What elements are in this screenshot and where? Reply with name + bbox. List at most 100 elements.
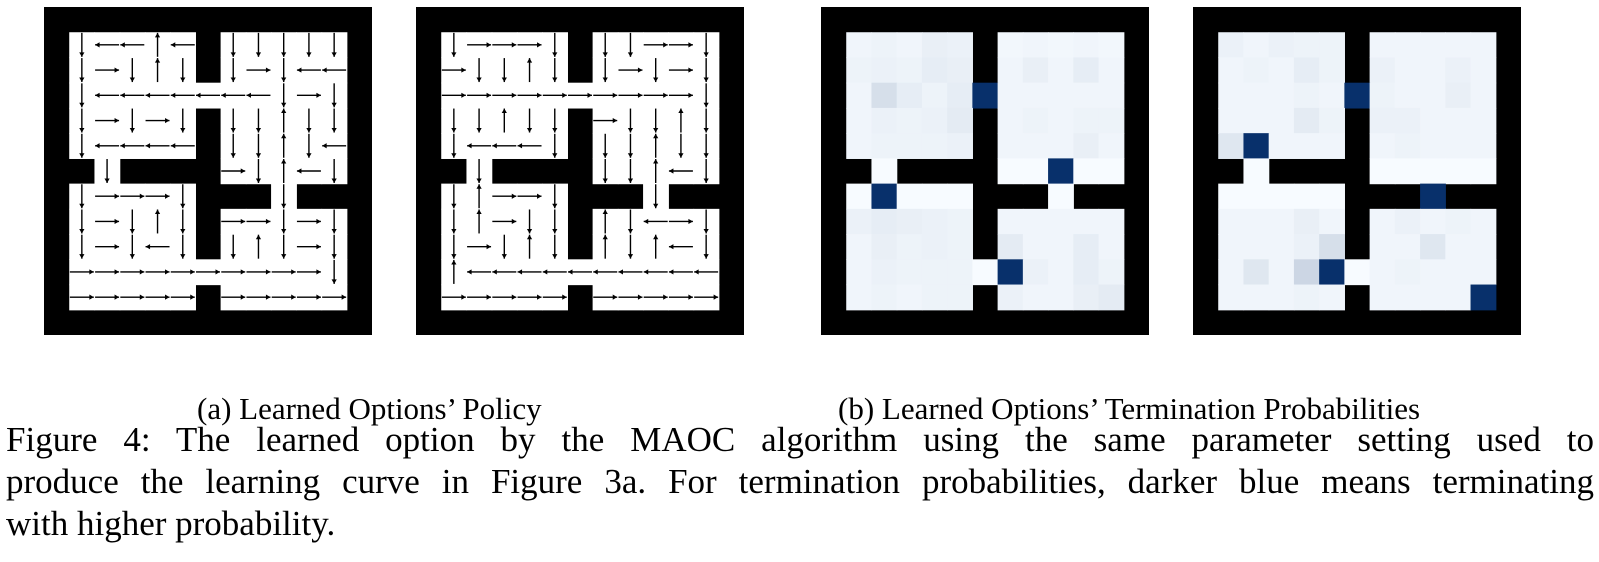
- termination-cell: [1470, 107, 1497, 134]
- termination-cell: [921, 32, 948, 59]
- termination-cell: [947, 259, 973, 286]
- termination-cell: [1243, 183, 1270, 210]
- policy-arrow: [246, 269, 271, 275]
- termination-cell: [1218, 284, 1245, 311]
- caption-line-2: produce the learning curve in Figure 3a.…: [6, 462, 1594, 501]
- policy-arrow: [451, 108, 457, 133]
- termination-cell: [1445, 57, 1472, 84]
- policy-arrow: [230, 58, 236, 83]
- termination-cell: [1218, 234, 1245, 260]
- termination-cell: [947, 208, 973, 235]
- policy-arrow: [703, 32, 709, 57]
- policy-arrow: [492, 193, 517, 199]
- policy-arrow: [552, 133, 558, 158]
- policy-arrow: [627, 234, 634, 259]
- policy-arrow: [492, 294, 517, 300]
- termination-cell: [921, 234, 948, 260]
- policy-arrow: [467, 143, 492, 149]
- policy-arrow: [618, 294, 643, 300]
- termination-cell: [1445, 82, 1472, 109]
- policy-arrow: [552, 32, 558, 57]
- policy-arrow: [441, 67, 466, 73]
- termination-cell: [871, 32, 898, 59]
- policy-arrow: [296, 294, 321, 300]
- termination-cell: [1048, 183, 1074, 210]
- termination-cell: [1022, 82, 1049, 109]
- termination-cell: [921, 284, 948, 311]
- policy-arrow: [668, 67, 693, 73]
- policy-arrow: [281, 108, 287, 133]
- termination-cell: [1293, 284, 1320, 311]
- policy-arrow: [492, 218, 517, 225]
- policy-arrow: [568, 269, 592, 275]
- termination-cell: [1243, 57, 1270, 84]
- termination-cell: [1293, 133, 1320, 159]
- termination-cell: [1293, 208, 1320, 235]
- policy-arrow: [281, 184, 287, 209]
- policy-arrow: [221, 168, 246, 174]
- termination-cell: [1319, 133, 1345, 159]
- termination-cell: [947, 183, 973, 210]
- policy-arrow: [95, 193, 120, 199]
- termination-cell: [1022, 284, 1049, 311]
- termination-hotspot-cell: [1470, 284, 1497, 311]
- termination-cell: [997, 57, 1024, 84]
- termination-cell: [997, 284, 1024, 311]
- policy-arrow: [501, 234, 507, 259]
- termination-cell: [1022, 57, 1049, 84]
- termination-cell: [1394, 57, 1421, 84]
- policy-arrow: [694, 294, 719, 300]
- termination-cell: [1218, 57, 1245, 84]
- termination-cell: [947, 107, 973, 134]
- termination-cell: [1420, 259, 1446, 286]
- termination-hotspot-cell: [1344, 82, 1371, 109]
- policy-arrow: [79, 108, 85, 133]
- termination-cell: [1394, 107, 1421, 134]
- policy-arrow: [627, 108, 634, 133]
- termination-cell: [871, 158, 898, 185]
- termination-cell: [1369, 107, 1396, 134]
- termination-cell: [1293, 32, 1320, 59]
- termination-cell: [1243, 259, 1270, 286]
- termination-cell: [1369, 32, 1396, 59]
- policy-arrow: [602, 159, 608, 183]
- termination-cell: [1470, 158, 1497, 185]
- termination-cell: [1293, 234, 1320, 260]
- policy-arrow: [120, 42, 145, 48]
- termination-cell: [1394, 259, 1421, 286]
- policy-arrow: [526, 234, 533, 259]
- policy-arrow: [129, 234, 135, 259]
- policy-arrow: [492, 269, 517, 275]
- policy-arrow: [170, 92, 195, 98]
- policy-arrow: [678, 108, 684, 133]
- policy-arrow: [230, 234, 236, 259]
- termination-cell: [896, 284, 923, 311]
- policy-arrow: [552, 234, 558, 259]
- policy-arrow: [95, 294, 120, 300]
- policy-arrow: [602, 209, 608, 234]
- termination-cell: [1394, 133, 1421, 159]
- policy-arrow: [703, 234, 709, 259]
- policy-arrow: [593, 269, 618, 275]
- termination-cell: [1369, 284, 1396, 311]
- policy-arrow: [221, 269, 246, 275]
- termination-cell: [1369, 234, 1396, 260]
- policy-arrow: [170, 143, 195, 149]
- termination-cell: [896, 57, 923, 84]
- policy-arrow: [451, 234, 457, 259]
- policy-arrow: [602, 58, 608, 83]
- policy-arrow: [476, 209, 482, 234]
- termination-cell: [1218, 107, 1245, 134]
- policy-arrow: [95, 92, 120, 98]
- policy-arrow: [196, 92, 220, 98]
- policy-arrow: [526, 108, 533, 133]
- termination-cell: [921, 82, 948, 109]
- termination-hotspot-cell: [1420, 183, 1446, 210]
- termination-cell: [1243, 284, 1270, 311]
- termination-cell: [947, 32, 973, 59]
- termination-cell: [871, 107, 898, 134]
- termination-cell: [1470, 82, 1497, 109]
- policy-arrow: [653, 159, 659, 183]
- policy-arrow: [568, 92, 592, 98]
- policy-arrow: [145, 269, 170, 275]
